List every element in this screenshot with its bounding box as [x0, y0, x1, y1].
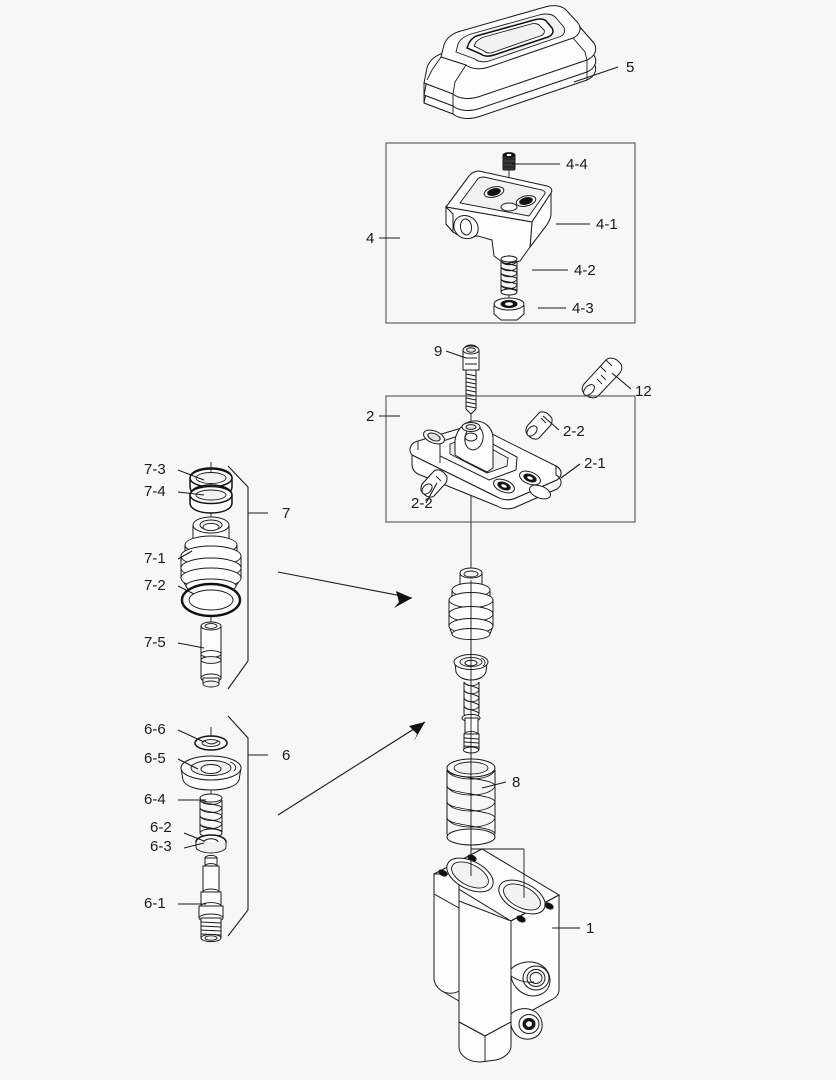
part-compression-spring	[500, 255, 518, 301]
callout-label-6-4: 6-4	[144, 791, 166, 808]
callout-bracket-assembly-group: 4	[366, 230, 400, 247]
callout-label-4-1: 4-1	[596, 216, 618, 233]
part-roll-pin-long	[581, 357, 623, 399]
leader-line-o-ring	[177, 585, 195, 595]
leader-line-roll-pin-long	[611, 372, 632, 390]
callout-set-screw: 4-4	[512, 156, 588, 173]
leader-line-washer	[183, 832, 205, 842]
callout-shim: 6-3	[150, 838, 205, 855]
callout-label-2: 2	[366, 408, 374, 425]
leader-line-seal-ring	[177, 491, 205, 496]
part-cover-plate	[409, 420, 562, 510]
callout-roll-pin-short-upper: 2-2	[542, 415, 585, 440]
callout-socket-head-bolt: 9	[434, 343, 467, 360]
callout-label-12: 12	[635, 383, 652, 400]
callout-label-2-2: 2-2	[563, 423, 585, 440]
part-spring-seat	[180, 755, 242, 797]
part-hex-nut	[493, 297, 525, 321]
part-valve-body	[432, 580, 561, 1063]
callout-label-4-2: 4-2	[574, 262, 596, 279]
part-push-rod	[200, 621, 222, 688]
callout-roll-pin-long: 12	[611, 372, 652, 400]
callout-return-spring: 8	[481, 774, 520, 791]
part-snap-ring	[194, 727, 228, 751]
callout-hex-nut: 4-3	[538, 300, 594, 317]
part-set-screw	[502, 152, 516, 190]
part-o-ring	[180, 582, 242, 640]
callout-plunger-assembly-6: 6	[248, 747, 290, 764]
leader-line-plunger-guide	[177, 550, 193, 560]
callout-snap-ring: 6-6	[144, 721, 205, 743]
callout-balance-spring: 6-4	[144, 791, 206, 808]
leader-line-push-rod	[177, 642, 205, 649]
callout-label-4-3: 4-3	[572, 300, 594, 317]
callout-label-9: 9	[434, 343, 442, 360]
callout-cover-plate: 2-1	[560, 455, 606, 479]
callout-label-6-1: 6-1	[144, 895, 166, 912]
callout-label-2-2: 2-2	[411, 495, 433, 512]
assembly-arrow-7	[277, 571, 413, 608]
callout-label-7-3: 7-3	[144, 461, 166, 478]
callout-spring-seat: 6-5	[144, 750, 199, 770]
leader-line-spring-seat	[177, 758, 199, 770]
callout-layer: 5 4 4-4 4-1 4-2 4-3 9 12 2 2-2 2-1 2-2 7 7-3 7-4 7-1 7-2…	[144, 59, 652, 937]
part-mount-bracket	[445, 170, 553, 265]
callout-label-6: 6	[282, 747, 290, 764]
callout-label-7-4: 7-4	[144, 483, 166, 500]
callout-seal-ring: 7-4	[144, 483, 205, 500]
callout-washer: 6-2	[150, 819, 205, 842]
part-shim	[195, 842, 227, 854]
callout-label-7: 7	[282, 505, 290, 522]
callout-label-4: 4	[366, 230, 374, 247]
callout-label-6-2: 6-2	[150, 819, 172, 836]
callout-spool-rod: 6-1	[144, 895, 206, 912]
leader-line-shim	[183, 842, 205, 849]
callout-label-1: 1	[586, 920, 594, 937]
callout-label-8: 8	[512, 774, 520, 791]
callout-push-rod: 7-5	[144, 634, 205, 651]
callout-label-7-2: 7-2	[144, 577, 166, 594]
part-socket-head-bolt	[462, 344, 480, 580]
leader-line-boot-cover	[573, 66, 619, 83]
group-box-4	[385, 142, 636, 324]
leader-line-cover-plate	[560, 463, 581, 479]
leader-line-return-spring	[481, 781, 507, 789]
callout-retainer-ring: 7-3	[144, 461, 205, 481]
callout-boot-cover: 5	[573, 59, 634, 83]
callout-valve-body: 1	[552, 920, 594, 937]
callout-plunger-assembly-7: 7	[248, 505, 290, 522]
callout-label-6-3: 6-3	[150, 838, 172, 855]
leader-line-snap-ring	[177, 729, 205, 743]
leader-line-retainer-ring	[177, 469, 205, 481]
callout-o-ring: 7-2	[144, 577, 195, 595]
callout-label-6-5: 6-5	[144, 750, 166, 767]
callout-plunger-guide: 7-1	[144, 550, 193, 567]
group-box-2	[385, 395, 636, 523]
leader-line-roll-pin-short-lower	[425, 482, 438, 504]
leader-line-socket-head-bolt	[445, 350, 467, 359]
callout-compression-spring: 4-2	[532, 262, 596, 279]
callout-mount-bracket: 4-1	[556, 216, 618, 233]
part-spool-rod	[198, 854, 224, 943]
callout-label-7-1: 7-1	[144, 550, 166, 567]
callout-label-5: 5	[626, 59, 634, 76]
callout-label-2-1: 2-1	[584, 455, 606, 472]
part-seal-ring	[189, 484, 233, 522]
callout-roll-pin-short-lower: 2-2	[411, 482, 438, 512]
assembly-arrow-6	[277, 721, 426, 816]
part-boot-cover	[423, 5, 597, 119]
callout-cover-plate-group: 2	[366, 408, 400, 425]
callout-label-6-6: 6-6	[144, 721, 166, 738]
leader-line-roll-pin-short-upper	[542, 415, 560, 431]
callout-label-4-4: 4-4	[566, 156, 588, 173]
callout-label-7-5: 7-5	[144, 634, 166, 651]
part-roll-pin-short-lower	[420, 469, 448, 498]
